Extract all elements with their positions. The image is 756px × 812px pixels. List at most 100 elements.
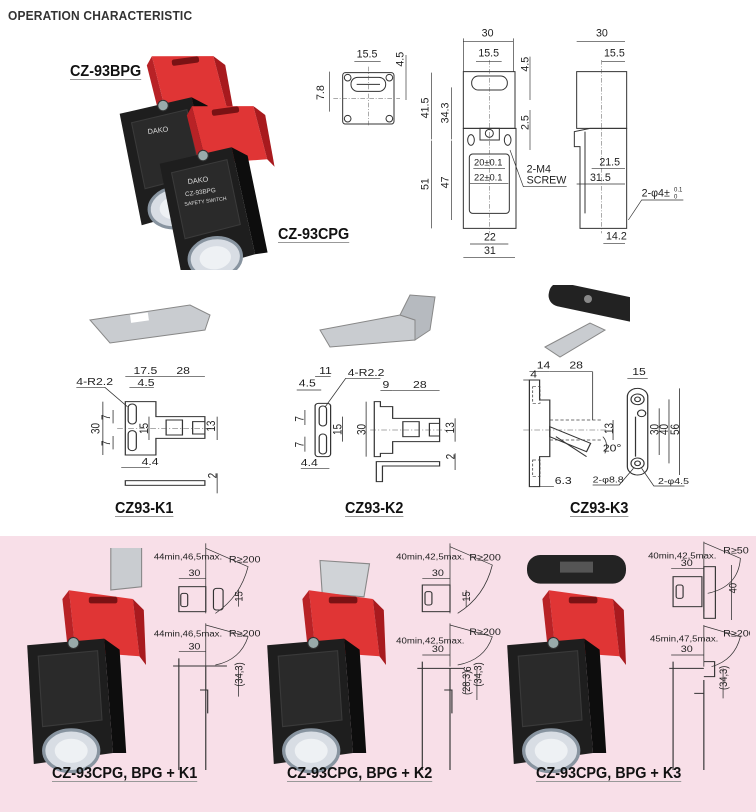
dimension-label: 17.5	[133, 366, 157, 377]
caption-k1: CZ93-K1	[115, 500, 174, 517]
dimension-label: 7.8	[315, 85, 327, 100]
dimension-label: 7	[294, 442, 307, 448]
dimension-label: 4-R2.2	[76, 377, 113, 388]
dimension-label: 45min,47,5max.	[650, 634, 718, 643]
key-dimension-drawings: 17.5 28 4-R2.2 4.5 7 30 15 7 13 4.4 2 11…	[76, 360, 689, 494]
switch-model-text: CZ-93BPG	[185, 187, 217, 198]
dimension-label: 22±0.1	[474, 172, 502, 182]
dimension-label: 4.5	[519, 57, 531, 72]
dimension-label: 4.5	[394, 52, 406, 67]
dimension-label: 4	[530, 369, 537, 380]
dimension-label: 22	[484, 232, 496, 244]
dimension-label: SCREW	[527, 174, 568, 186]
dimension-label: 20°	[603, 444, 621, 455]
dimension-label: R≥200	[229, 555, 261, 565]
caption-combo-k3: CZ-93CPG, BPG + K3	[536, 765, 682, 782]
dimension-label: 13	[205, 421, 218, 432]
dimension-label: 15	[632, 367, 646, 378]
model-label-bpg: CZ-93BPG	[70, 63, 142, 80]
dimension-label: 4.4	[142, 457, 159, 468]
switch-cpg-image: DAKO CZ-93BPG SAFETY SWITCH	[150, 94, 290, 270]
dimension-label: R≥200	[469, 553, 501, 563]
dimension-label: 20±0.1	[474, 157, 502, 167]
dimension-label: R≥200	[469, 628, 501, 638]
caption-combo-k1: CZ-93CPG, BPG + K1	[52, 765, 198, 782]
dimension-label: 15	[461, 591, 473, 602]
dimension-label: 9	[382, 380, 389, 391]
brand-logo-text: DAKO	[187, 174, 209, 186]
dimension-label: 2-φ4.5	[658, 477, 689, 487]
dimension-label: 40	[728, 583, 740, 594]
dimension-label: 6	[463, 666, 475, 672]
combo-k1-drawing: 44min,46,5max. R≥200 30 15 44min,46,5max…	[154, 543, 261, 770]
dimension-label: 7	[100, 414, 113, 420]
dimension-label: 13	[603, 423, 616, 434]
dimension-label: 2.5	[519, 115, 531, 130]
dimension-label: 0	[674, 195, 678, 201]
dimension-label: 4.5	[299, 379, 316, 390]
dimension-label: 40min,42,5max.	[648, 551, 716, 560]
dimension-label: 40min,42,5max.	[396, 552, 464, 561]
dimension-label: 7	[100, 440, 113, 446]
dimension-label: 51	[419, 178, 431, 190]
dimension-label: 31	[484, 245, 496, 257]
caption-combo-k2: CZ-93CPG, BPG + K2	[287, 765, 433, 782]
key-k3-image	[544, 285, 630, 358]
top-view: 15.5 4.5 7.8	[315, 48, 406, 127]
dimension-label: 21.5	[599, 156, 620, 168]
dimension-label: 14.2	[606, 230, 627, 242]
dimension-label: 56	[669, 424, 682, 435]
dimension-label: R≥200	[229, 629, 261, 639]
switch-k2-image	[265, 559, 387, 773]
switch-bpg-image: DAKO	[110, 44, 250, 235]
dimension-label: 2-φ8.8	[593, 476, 624, 486]
dimension-label: 2	[444, 454, 457, 460]
k3-drawing: 14 28 4 13 20° 6.3 15 30 40 56 2-φ8.8 2-…	[523, 360, 689, 488]
dimension-label: (28,3)	[461, 671, 473, 695]
combination-drawings: 44min,46,5max. R≥200 30 15 44min,46,5max…	[154, 541, 750, 770]
dimension-label: 15	[234, 591, 246, 602]
dimension-label: 30	[90, 423, 103, 434]
dimension-label: 31.5	[590, 172, 611, 184]
dimension-label: 30	[355, 424, 368, 435]
dimension-label: 47	[439, 176, 451, 188]
page-title: OPERATION CHARACTERISTIC	[8, 8, 193, 23]
key-k2-image	[319, 294, 436, 348]
dimension-label: 2-φ4±	[642, 188, 670, 200]
dimension-label: 34.3	[439, 103, 451, 124]
dimension-label: 28	[569, 360, 583, 371]
dimension-label: 13	[444, 422, 457, 433]
dimension-label: 15.5	[478, 48, 499, 60]
dimension-label: 4-R2.2	[348, 368, 385, 379]
dimension-label: 0.1	[674, 187, 683, 193]
dimension-label: 15.5	[357, 48, 378, 60]
model-label-cpg: CZ-93CPG	[278, 226, 350, 243]
dimension-label: 40	[658, 424, 671, 435]
dimension-label: 28	[413, 380, 427, 391]
caption-k3: CZ93-K3	[570, 500, 629, 517]
key-photos	[89, 285, 630, 358]
dimension-label: 15.5	[604, 48, 625, 60]
dimension-label: 28	[176, 366, 190, 377]
dimension-label: 30	[482, 28, 494, 40]
combo-k3-drawing: 40min,42,5max. R≥50 30 40 45min,47,5max.…	[648, 541, 750, 770]
dimension-label: 30	[681, 559, 693, 569]
switch-sub-text: SAFETY SWITCH	[184, 196, 227, 208]
side-view: 30 15.5 21.5 31.5 2-φ4± 0.1 0 14.2	[573, 28, 684, 244]
dimension-label: 44min,46,5max.	[154, 629, 222, 638]
dimension-label: 15	[332, 424, 345, 435]
dimension-label: 30	[596, 28, 608, 40]
brand-logo-text: DAKO	[147, 124, 169, 136]
dimension-label: 41.5	[419, 98, 431, 119]
product-photo-switches: DAKO DAKO CZ-93BPG SAFETY SWITCH	[110, 44, 290, 270]
front-view: 30 15.5 4.5 41.5 34.3 2.5 20±0.1 22±0.1 …	[419, 28, 567, 258]
dimension-label: 2-M4	[527, 164, 551, 176]
dimension-label: 40min,42,5max.	[396, 636, 464, 645]
dimension-label: R≥200	[723, 629, 750, 639]
dimension-label: 30	[188, 569, 200, 579]
key-k1-image	[89, 304, 211, 344]
dimension-label: 2	[206, 473, 219, 479]
switch-k1-image	[25, 548, 147, 773]
combo-k2-drawing: 40min,42,5max. R≥200 30 15 40min,42,5max…	[396, 543, 501, 770]
caption-k2: CZ93-K2	[345, 500, 404, 517]
